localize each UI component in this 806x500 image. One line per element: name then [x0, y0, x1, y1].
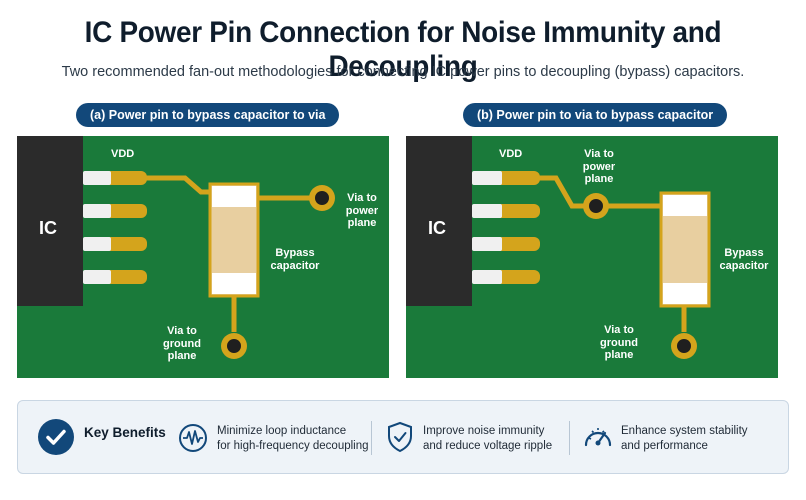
panel-b-svg	[406, 136, 711, 359]
check-circle-icon	[38, 419, 74, 455]
vdd-label: VDD	[499, 148, 523, 160]
benefit-text-2: Improve noise immunity and reduce voltag…	[423, 425, 553, 452]
panel-b-diagram: IC VDD Via to power plane Bypass capacit…	[406, 136, 778, 378]
benefit-text-1: Minimize loop inductance for high-freque…	[217, 425, 369, 452]
key-benefits-title: Key Benefits	[84, 425, 166, 440]
panel-a-svg	[17, 136, 335, 359]
panel-b-heading: (b) Power pin to via to bypass capacitor	[463, 103, 728, 127]
waveform-icon	[179, 424, 207, 452]
ic-pins	[472, 171, 540, 284]
panel-a-heading: (a) Power pin to bypass capacitor to via	[76, 103, 340, 127]
ic-label: IC	[428, 218, 446, 238]
ic-label: IC	[39, 218, 57, 238]
capacitor-label: Bypass capacitor	[719, 247, 769, 272]
ic-body	[17, 136, 83, 306]
divider	[569, 421, 570, 455]
vdd-label: VDD	[111, 148, 135, 160]
page-title: IC Power Pin Connection for Noise Immuni…	[84, 16, 722, 83]
gauge-icon	[584, 428, 612, 447]
ic-pins	[83, 171, 147, 284]
shield-check-icon	[388, 421, 412, 453]
vdd-trace	[538, 175, 662, 209]
page-subtitle: Two recommended fan-out methodologies fo…	[61, 64, 745, 80]
via-ground-label: Via to ground plane	[600, 324, 638, 361]
ic-body	[406, 136, 472, 306]
capacitor-label: Bypass capacitor	[270, 247, 320, 272]
via-ground-label: Via to ground plane	[163, 325, 201, 362]
key-benefits-bar: Key Benefits Minimize loop inductance fo…	[17, 400, 789, 474]
divider	[371, 421, 372, 455]
panel-a-diagram: IC VDD Via to power plane Bypass capacit…	[17, 136, 389, 378]
benefit-text-3: Enhance system stability and performance	[621, 425, 748, 452]
via-power-label: Via to power plane	[345, 192, 379, 229]
via-power-label: Via to power plane	[582, 148, 616, 185]
